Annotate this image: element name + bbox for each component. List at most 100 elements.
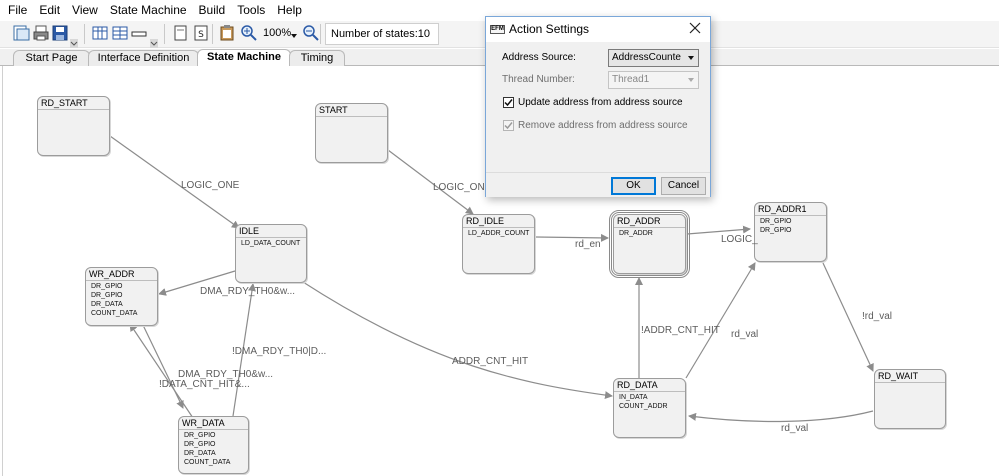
remove-address-label[interactable]: Remove address from address source <box>518 120 688 131</box>
state-action: COUNT_DATA <box>184 459 231 466</box>
state-actions: DR_GPIO DR_GPIO <box>760 217 792 235</box>
toolbar-grip-icon[interactable] <box>70 37 78 48</box>
number-of-states-value: 10 <box>417 28 430 40</box>
menu-view[interactable]: View <box>72 3 98 17</box>
state-rd-addr1[interactable]: RD_ADDR1 DR_GPIO DR_GPIO <box>754 202 827 262</box>
transition-label[interactable]: LOGIC_ONE <box>433 182 492 193</box>
state-wr-data[interactable]: WR_DATA DR_GPIO DR_GPIO DR_DATA COUNT_DA… <box>178 416 249 474</box>
line-tool-icon[interactable] <box>130 24 148 42</box>
table-view-icon[interactable] <box>111 24 129 42</box>
toolbar-grip-icon[interactable] <box>150 37 158 48</box>
dialog-title-bar[interactable]: EFM Action Settings <box>486 17 710 42</box>
transition-label[interactable]: LOGIC_ <box>721 234 758 245</box>
transition-label[interactable]: !rd_val <box>862 311 893 322</box>
number-of-states-field[interactable]: Number of states: 10 <box>325 23 439 45</box>
state-action: COUNT_DATA <box>91 310 138 317</box>
toolbar-separator <box>164 24 165 44</box>
state-name: WR_DATA <box>182 418 225 428</box>
state-name: START <box>319 105 348 115</box>
clipboard-icon[interactable] <box>218 24 236 42</box>
state-action: DR_GPIO <box>760 227 792 234</box>
update-address-checkbox[interactable] <box>503 97 514 108</box>
state-action: DR_GPIO <box>91 283 123 290</box>
state-name: RD_START <box>41 98 88 108</box>
save-icon[interactable] <box>51 24 69 42</box>
transition-label[interactable]: DMA_RDY_TH0&w... <box>200 286 296 297</box>
transition-line <box>158 270 236 296</box>
dialog-title: Action Settings <box>509 22 590 36</box>
transition-label[interactable]: ADDR_CNT_HIT <box>452 356 529 367</box>
transition-label[interactable]: LOGIC_ONE <box>181 180 240 191</box>
svg-text:S: S <box>198 30 204 40</box>
state-divider <box>86 280 157 281</box>
address-source-label: Address Source: <box>502 52 576 63</box>
state-idle[interactable]: IDLE LD_DATA_COUNT <box>235 224 307 283</box>
thread-number-select[interactable]: Thread1 <box>608 71 699 89</box>
thread-number-label: Thread Number: <box>502 74 575 85</box>
menu-file[interactable]: File <box>8 3 28 17</box>
zoom-dropdown-icon[interactable] <box>290 29 298 38</box>
transition-line <box>686 225 751 235</box>
update-address-label[interactable]: Update address from address source <box>518 97 683 108</box>
transition-line <box>129 323 194 419</box>
close-icon[interactable] <box>686 19 704 37</box>
script-icon[interactable]: S <box>192 24 210 42</box>
transition-label[interactable]: rd_val <box>781 423 809 434</box>
transition-line <box>685 262 756 379</box>
state-machine-canvas[interactable]: RD_START START IDLE LD_DATA_COUNT WR_ADD… <box>2 66 999 476</box>
menu-help[interactable]: Help <box>277 3 302 17</box>
state-actions: IN_DATA COUNT_ADDR <box>619 393 668 411</box>
state-rd-addr[interactable]: RD_ADDR DR_ADDR <box>609 210 690 278</box>
state-divider <box>875 382 945 383</box>
transition-label[interactable]: rd_val <box>731 329 759 340</box>
new-project-icon[interactable] <box>12 24 30 42</box>
action-settings-dialog: EFM Action Settings Address Source: Addr… <box>485 16 711 197</box>
tab-start-page[interactable]: Start Page <box>13 50 90 66</box>
menu-state-machine[interactable]: State Machine <box>109 3 187 17</box>
transition-label[interactable]: !DMA_RDY_TH0|D... <box>232 346 327 357</box>
state-name: RD_IDLE <box>466 216 505 226</box>
state-rd-start[interactable]: RD_START <box>37 96 110 156</box>
state-action: DR_GPIO <box>184 441 216 448</box>
print-icon[interactable] <box>32 24 50 42</box>
state-divider <box>614 227 685 228</box>
state-start[interactable]: START <box>315 103 388 163</box>
menu-build[interactable]: Build <box>198 3 226 17</box>
state-actions: LD_DATA_COUNT <box>241 239 300 248</box>
chevron-down-icon <box>688 78 694 82</box>
menu-edit[interactable]: Edit <box>39 3 61 17</box>
transition-line <box>387 149 474 215</box>
state-name: RD_ADDR <box>617 216 661 226</box>
transition-label[interactable]: !DATA_CNT_HIT&... <box>159 379 250 390</box>
zoom-out-icon[interactable] <box>302 24 320 42</box>
state-rd-data[interactable]: RD_DATA IN_DATA COUNT_ADDR <box>613 378 686 438</box>
page-icon[interactable] <box>172 24 190 42</box>
address-source-select[interactable]: AddressCounte <box>608 49 699 67</box>
state-actions: DR_GPIO DR_GPIO DR_DATA COUNT_DATA <box>184 431 230 467</box>
transition-label[interactable]: rd_en <box>575 239 601 250</box>
state-rd-idle[interactable]: RD_IDLE LD_ADDR_COUNT <box>462 214 535 274</box>
state-actions: LD_ADDR_COUNT <box>468 229 529 238</box>
transition-label[interactable]: DMA_RDY_TH0&w... <box>178 369 274 380</box>
state-wr-addr[interactable]: WR_ADDR DR_GPIO DR_GPIO DR_DATA COUNT_DA… <box>85 267 158 326</box>
ok-button[interactable]: OK <box>611 177 656 195</box>
dialog-footer: OK Cancel <box>486 172 710 197</box>
menu-bar: File Edit View State Machine Build Tools… <box>0 0 999 21</box>
state-actions: DR_ADDR <box>619 229 653 238</box>
zoom-level[interactable]: 100% <box>263 27 292 39</box>
address-source-value: AddressCounte <box>612 52 681 63</box>
tab-state-machine[interactable]: State Machine <box>197 49 291 66</box>
tab-interface-definition[interactable]: Interface Definition <box>88 50 199 66</box>
transition-line <box>232 283 256 417</box>
state-rd-wait[interactable]: RD_WAIT <box>874 369 946 429</box>
zoom-in-icon[interactable] <box>240 24 258 42</box>
state-name: RD_WAIT <box>878 371 919 381</box>
state-name: WR_ADDR <box>89 269 135 279</box>
state-action: LD_DATA_COUNT <box>241 240 301 247</box>
menu-tools[interactable]: Tools <box>237 3 266 17</box>
tab-timing[interactable]: Timing <box>289 50 345 66</box>
cancel-button[interactable]: Cancel <box>661 177 706 195</box>
grid-view-icon[interactable] <box>91 24 109 42</box>
transition-label[interactable]: !ADDR_CNT_HIT <box>641 325 720 336</box>
remove-address-checkbox[interactable] <box>503 120 514 131</box>
